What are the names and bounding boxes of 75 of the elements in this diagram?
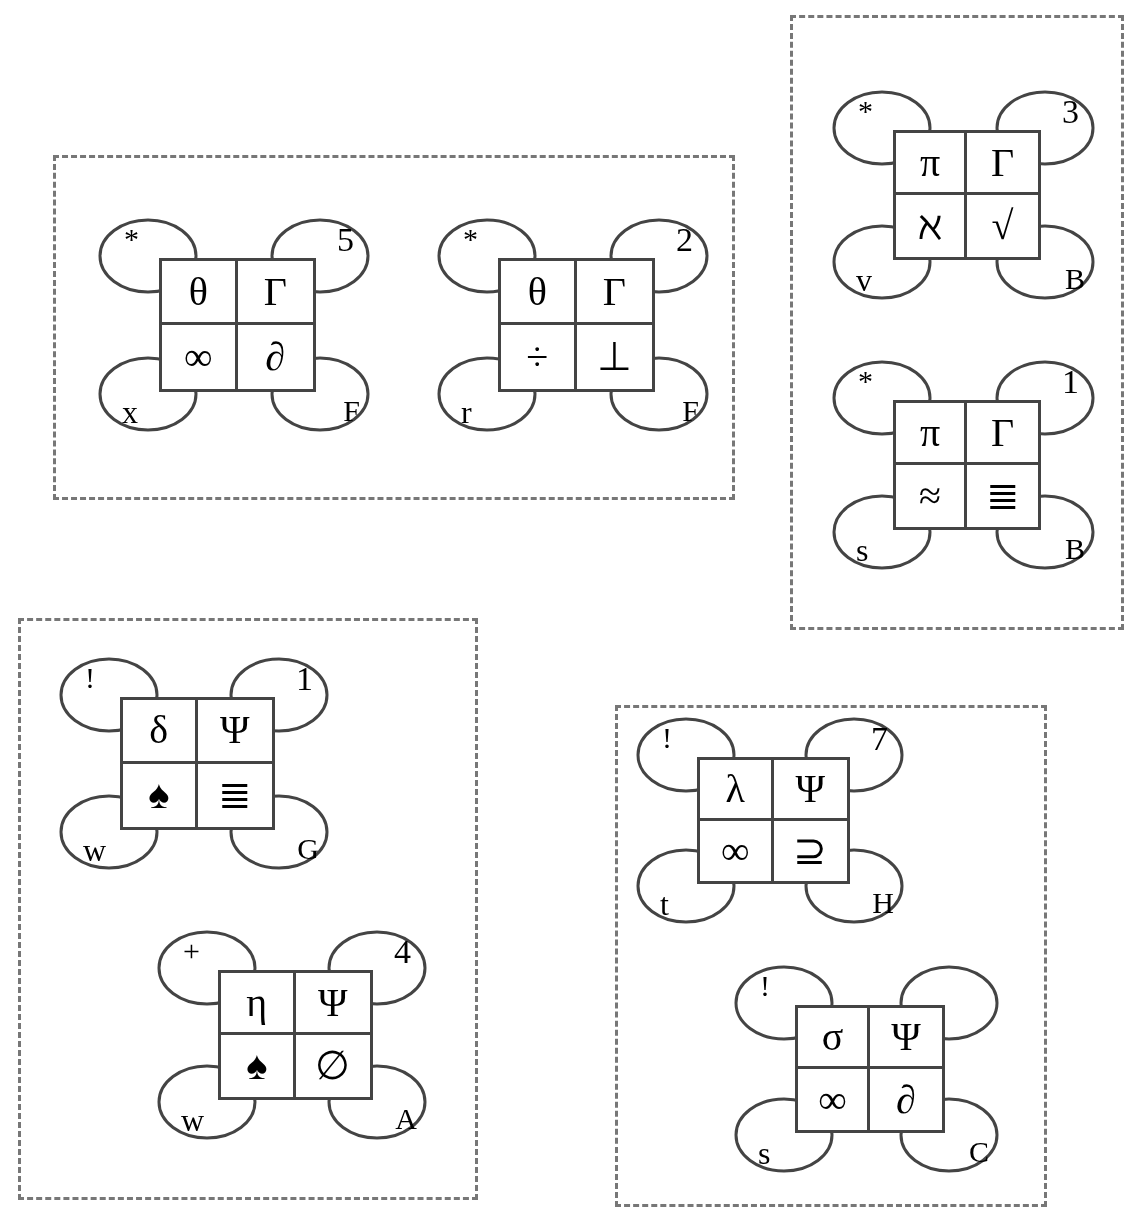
dashed-group-frame (615, 705, 1047, 1207)
corner-label: G (297, 834, 319, 864)
grid-symbol: λ (725, 768, 745, 809)
corner-label: H (872, 888, 894, 918)
corner-label: v (856, 264, 872, 296)
corner-label: t (660, 888, 669, 920)
corner-label: r (461, 396, 472, 428)
grid-symbol: ∅ (315, 1046, 351, 1086)
corner-label: w (83, 834, 107, 866)
dashed-group-frame (790, 15, 1124, 630)
grid-symbol: Ψ (220, 710, 250, 751)
grid-symbol: ∞ (184, 337, 213, 377)
corner-label: w (181, 1104, 205, 1136)
corner-label: A (395, 1104, 417, 1134)
symbol-grid (159, 258, 316, 392)
corner-label: 5 (337, 223, 354, 257)
corner-label: * (124, 224, 139, 254)
grid-symbol: ⊇ (793, 830, 828, 871)
symbol-grid (498, 258, 655, 392)
corner-label: x (122, 396, 138, 428)
corner-label: 2 (676, 223, 693, 257)
grid-symbol: ≣ (985, 476, 1020, 516)
corner-label: ! (85, 663, 95, 693)
grid-symbol: η (246, 982, 268, 1023)
grid-symbol: Ψ (318, 982, 348, 1023)
corner-label: ! (760, 971, 770, 1001)
grid-symbol: Ψ (891, 1017, 921, 1057)
grid-symbol: ♠ (246, 1046, 268, 1086)
grid-symbol: Γ (263, 271, 287, 312)
symbol-grid (120, 697, 275, 830)
corner-label: + (183, 936, 200, 966)
grid-symbol: ÷ (526, 337, 549, 377)
corner-label: s (856, 534, 869, 566)
corner-label: 1 (296, 662, 313, 696)
corner-label: ! (662, 723, 672, 753)
grid-symbol: Ψ (795, 768, 825, 809)
corner-label: F (682, 396, 699, 426)
corner-label: * (463, 224, 478, 254)
symbol-grid (218, 970, 373, 1100)
grid-symbol: ∂ (896, 1079, 916, 1120)
grid-symbol: θ (527, 271, 547, 312)
grid-symbol: Γ (602, 271, 626, 312)
grid-symbol: π (919, 412, 941, 453)
corner-label: * (858, 96, 873, 126)
grid-symbol: √ (991, 206, 1014, 246)
grid-symbol: ≈ (919, 476, 941, 516)
grid-symbol: θ (188, 271, 208, 312)
grid-symbol: ∞ (721, 830, 750, 871)
corner-label: B (1065, 264, 1085, 294)
grid-symbol: δ (149, 710, 169, 751)
corner-label: 7 (871, 722, 888, 756)
symbol-grid (893, 400, 1041, 530)
corner-label: 3 (1062, 95, 1079, 129)
dashed-group-frame (53, 155, 735, 500)
grid-symbol: ♠ (148, 775, 170, 816)
grid-symbol: ∂ (265, 337, 286, 377)
symbol-grid (893, 130, 1041, 260)
corner-label: C (969, 1137, 989, 1167)
corner-label: 1 (1062, 365, 1079, 399)
grid-symbol: ⊥ (596, 337, 632, 377)
grid-symbol: π (919, 142, 941, 183)
grid-symbol: ℵ (918, 206, 942, 246)
corner-label: 4 (394, 935, 411, 969)
corner-label: F (343, 396, 360, 426)
symbol-grid (697, 757, 850, 884)
grid-symbol: Γ (990, 412, 1015, 453)
grid-symbol: ∞ (818, 1079, 847, 1120)
grid-symbol: ≣ (217, 775, 252, 816)
grid-symbol: σ (821, 1017, 844, 1057)
corner-label: s (758, 1137, 771, 1169)
dashed-group-frame (18, 618, 478, 1200)
grid-symbol: Γ (990, 142, 1015, 183)
symbol-grid (795, 1005, 945, 1133)
corner-label: * (858, 366, 873, 396)
corner-label: B (1065, 534, 1085, 564)
